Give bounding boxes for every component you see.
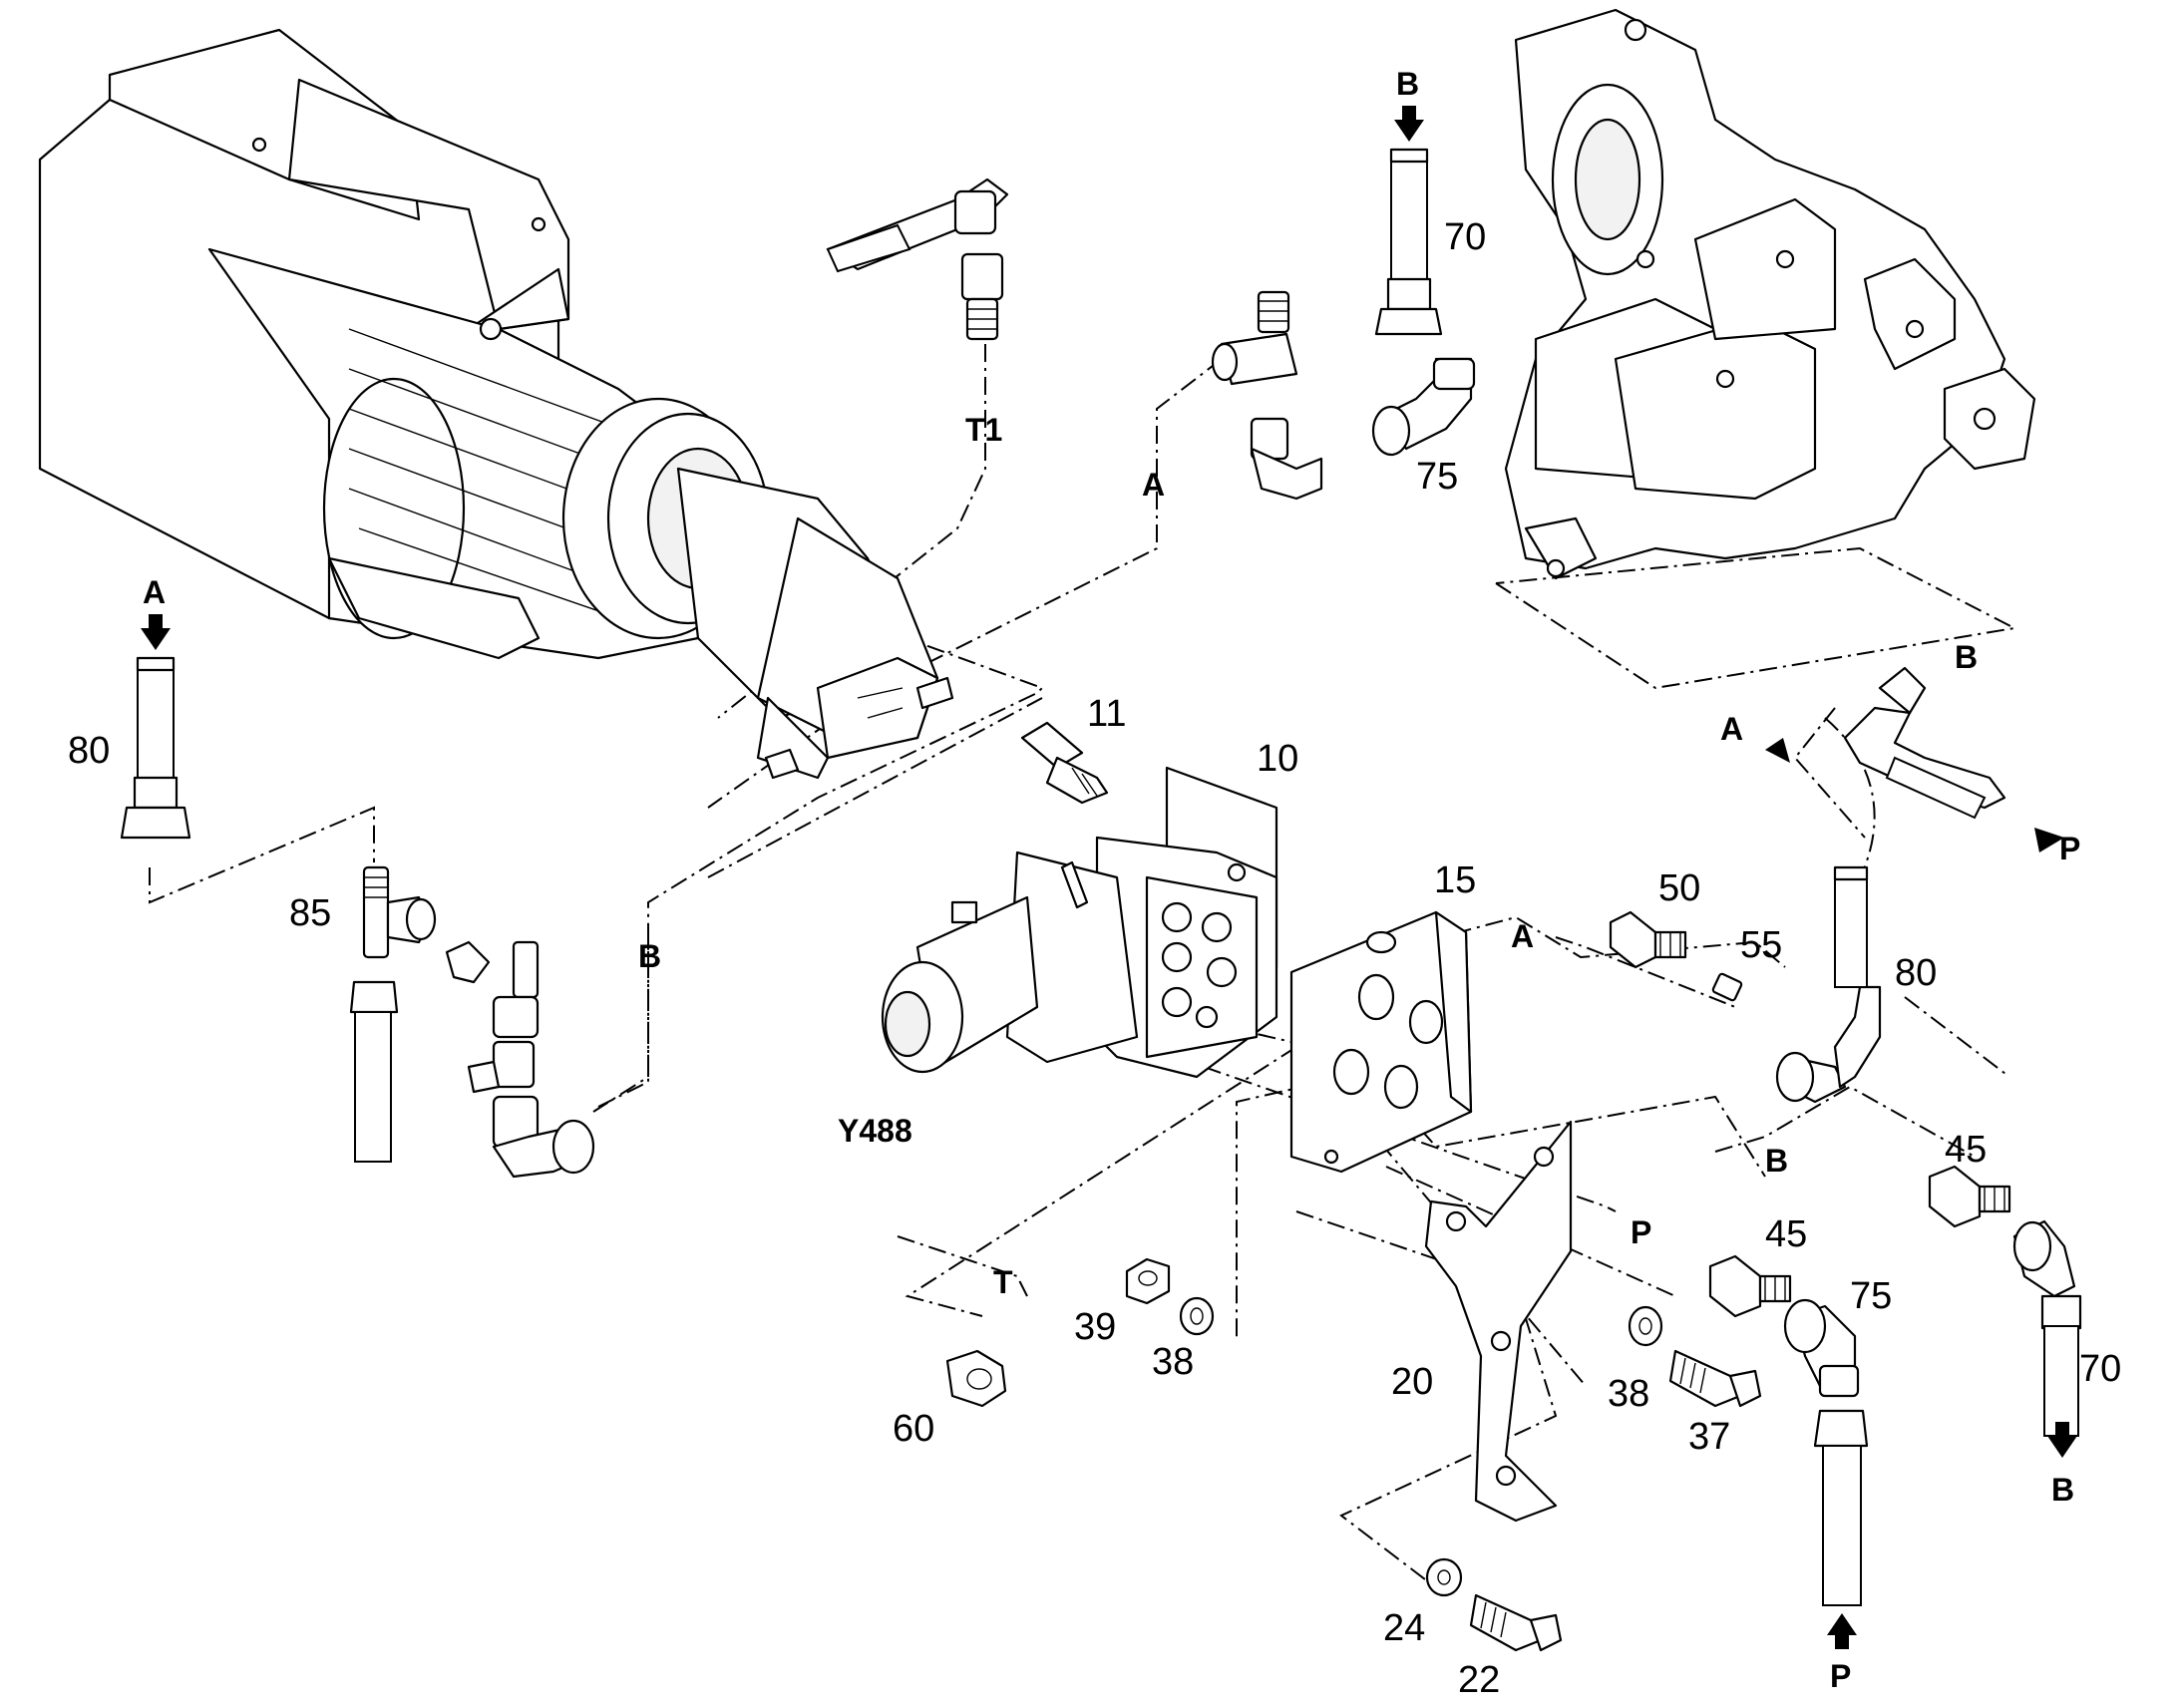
callout-70-top: 70 xyxy=(1444,216,1486,258)
tee-85 xyxy=(362,865,437,959)
washer-24 xyxy=(1425,1557,1463,1597)
hydraulic-pump xyxy=(676,467,954,780)
hose-lower-left xyxy=(349,980,399,1163)
callout-60: 60 xyxy=(893,1408,934,1450)
hose-80-left xyxy=(120,656,191,840)
port-a-arrow-right: A xyxy=(1720,711,1743,747)
callout-22: 22 xyxy=(1458,1659,1500,1701)
t1-hose-and-fitting xyxy=(826,177,1009,341)
port-p-right: P xyxy=(2059,831,2080,866)
subplate-15 xyxy=(1289,910,1473,1174)
port-b-valve: B xyxy=(1765,1143,1788,1179)
hose-80-right xyxy=(1775,865,1882,1104)
port-p-valve: P xyxy=(1631,1214,1651,1250)
bolt-22 xyxy=(1469,1593,1563,1652)
arrow-a-left xyxy=(141,628,171,650)
callout-45-center: 45 xyxy=(1765,1213,1807,1255)
adapter-45-center xyxy=(1708,1254,1792,1318)
hose-b-right xyxy=(1843,666,2006,820)
plug-55 xyxy=(1711,972,1743,1002)
arrow-p-bottom xyxy=(1827,1613,1857,1635)
callout-80-left: 80 xyxy=(68,730,110,772)
adapter-50 xyxy=(1609,910,1687,969)
callout-80-right: 80 xyxy=(1895,952,1937,994)
callout-55: 55 xyxy=(1740,924,1782,966)
callout-75-top: 75 xyxy=(1416,456,1458,498)
elbow-75-center xyxy=(1783,1298,1860,1398)
port-t1: T1 xyxy=(965,412,1002,448)
hose-70-top xyxy=(1374,148,1443,336)
valve-body-10 xyxy=(1095,766,1278,1079)
port-b-top: B xyxy=(1396,66,1419,102)
flow-arrows xyxy=(141,106,2077,1649)
plug-60 xyxy=(945,1349,1007,1408)
callout-50: 50 xyxy=(1658,867,1700,909)
callout-70-right: 70 xyxy=(2079,1348,2121,1390)
callout-15: 15 xyxy=(1434,859,1476,901)
arrow-b-top xyxy=(1394,120,1424,142)
port-b-bottom: B xyxy=(2051,1472,2074,1508)
solenoid-coil-y488 xyxy=(881,851,1139,1074)
valve-adapter-stack-left xyxy=(445,940,595,1179)
callout-38-right: 38 xyxy=(1608,1373,1649,1415)
bolt-37 xyxy=(1668,1349,1762,1408)
port-b-right-top: B xyxy=(1955,639,1978,675)
hose-70-right xyxy=(2012,1219,2082,1437)
port-letters: T1 A A A A B B B B B P P P T xyxy=(143,66,2080,1694)
callout-45-right: 45 xyxy=(1945,1129,1987,1171)
callout-11: 11 xyxy=(1087,693,1126,735)
port-p-bottom: P xyxy=(1830,1658,1851,1694)
callout-20: 20 xyxy=(1391,1361,1433,1403)
callout-y488: Y488 xyxy=(838,1113,912,1149)
port-a-left: A xyxy=(143,574,166,610)
callout-10: 10 xyxy=(1257,738,1298,780)
callout-24: 24 xyxy=(1383,1607,1425,1649)
washer-38-left xyxy=(1179,1296,1215,1336)
adapter-45-right xyxy=(1928,1165,2011,1228)
callout-labels: 10 11 15 20 22 24 37 38 38 39 45 45 50 5… xyxy=(68,216,2121,1701)
bracket-20 xyxy=(1424,1120,1573,1523)
arrow-p-right xyxy=(2034,828,2064,853)
nut-39 xyxy=(1125,1257,1171,1305)
port-b-left: B xyxy=(638,938,661,974)
bolt-11 xyxy=(1020,721,1109,805)
port-a-valve: A xyxy=(1511,918,1534,954)
callout-75-center: 75 xyxy=(1850,1275,1892,1317)
arrow-b-bottom xyxy=(2047,1436,2077,1458)
transmission-housing xyxy=(1504,8,2036,580)
port-t-valve: T xyxy=(993,1264,1013,1300)
elbow-75-top xyxy=(1371,357,1476,457)
arrow-a-right xyxy=(1765,738,1790,763)
port-a-top: A xyxy=(1142,467,1165,503)
callout-39: 39 xyxy=(1074,1306,1116,1348)
callout-37: 37 xyxy=(1688,1416,1730,1458)
tee-fitting-top xyxy=(1211,290,1323,501)
hose-p-bottom xyxy=(1813,1409,1869,1606)
washer-38-right xyxy=(1628,1305,1663,1347)
callout-85: 85 xyxy=(289,892,331,934)
callout-38-left: 38 xyxy=(1152,1341,1194,1383)
